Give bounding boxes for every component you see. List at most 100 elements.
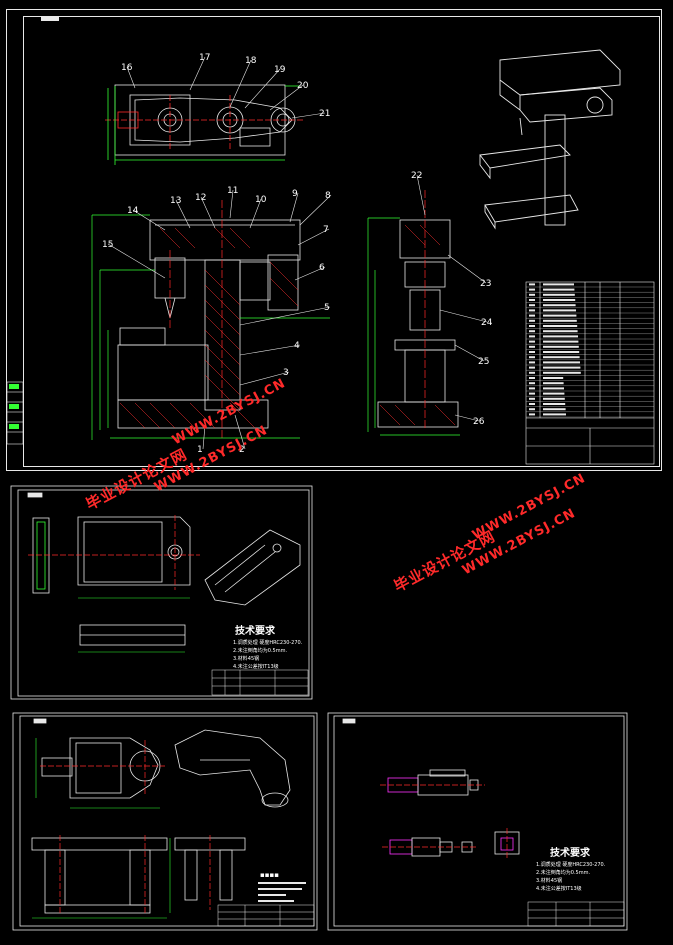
sheet-2-centerlines xyxy=(28,515,200,590)
callout-leader-23 xyxy=(447,254,487,284)
callout-label-16: 16 xyxy=(121,63,133,73)
parts-row-index-mark xyxy=(529,356,535,359)
parts-row-index-mark xyxy=(529,309,535,312)
callout-leader-17 xyxy=(189,56,206,91)
callout-leader-12 xyxy=(200,196,216,229)
isometric-machine-view xyxy=(479,49,621,230)
sheet-4-req-4: 4.未注公差按IT13级 xyxy=(536,885,582,892)
parts-row-index-mark xyxy=(529,377,535,379)
callout-label-6: 6 xyxy=(319,263,325,273)
parts-row-index-mark xyxy=(529,304,535,307)
callout-leader-16 xyxy=(126,66,136,89)
front-section-view xyxy=(117,219,301,429)
parts-row-text-mark xyxy=(543,299,576,301)
parts-list-text-marks xyxy=(529,283,581,416)
parts-row-text-mark xyxy=(543,366,581,369)
sheet-3-frame xyxy=(12,712,318,931)
sheet-tag xyxy=(41,17,59,21)
parts-row-index-mark xyxy=(529,314,535,317)
sheet-4-views xyxy=(387,769,520,857)
sheet-4-req-2: 2.未注倒角均为0.5mm. xyxy=(536,869,590,876)
parts-row-text-mark xyxy=(543,345,579,348)
callout-leader-10 xyxy=(249,198,262,229)
parts-row-index-mark xyxy=(529,366,535,369)
callout-label-5: 5 xyxy=(324,303,330,313)
front-section-hatch xyxy=(119,227,299,429)
callout-leader-1 xyxy=(202,424,206,450)
main-assembly-sheet xyxy=(6,9,662,471)
callout-label-25: 25 xyxy=(478,357,489,367)
parts-row-text-mark xyxy=(543,314,577,317)
callout-leader-21 xyxy=(291,112,326,119)
sheet-4-frame xyxy=(327,712,628,931)
callout-label-1: 1 xyxy=(197,445,203,455)
front-section-centerlines xyxy=(169,200,223,440)
sheet-4-req-3: 3.材料45钢 xyxy=(536,877,562,884)
parts-row-text-mark xyxy=(543,387,564,390)
sheet-4-requirements: 技术要求 1.调质处理 硬度HRC230-270. 2.未注倒角均为0.5mm.… xyxy=(536,846,606,892)
parts-row-text-mark xyxy=(543,356,580,359)
callout-leader-7 xyxy=(297,228,330,246)
callout-label-4: 4 xyxy=(294,341,300,351)
sheet-2-title-block xyxy=(211,669,309,696)
sheet-3-requirements: ▪▪▪▪ xyxy=(258,871,306,902)
callout-label-19: 19 xyxy=(274,65,286,75)
callout-leader-4 xyxy=(239,344,301,356)
sheet-2-req-1: 1.调质处理 硬度HRC230-270. xyxy=(233,639,303,646)
callout-leader-5 xyxy=(239,306,331,326)
sheet-3-req-title-mark: ▪▪▪▪ xyxy=(260,871,279,879)
callout-leader-13 xyxy=(175,199,191,229)
parts-row-index-mark xyxy=(529,345,535,348)
parts-row-text-mark xyxy=(543,288,575,291)
callout-leader-9 xyxy=(289,192,299,223)
parts-row-index-mark xyxy=(529,403,535,405)
parts-row-text-mark xyxy=(543,309,576,312)
parts-row-text-mark xyxy=(543,403,566,405)
main-sheet-frame xyxy=(23,16,660,467)
callout-label-7: 7 xyxy=(323,225,329,235)
callout-label-13: 13 xyxy=(170,196,181,206)
parts-row-index-mark xyxy=(529,325,535,327)
callout-label-2: 2 xyxy=(239,445,245,455)
parts-row-text-mark xyxy=(543,283,574,286)
parts-row-index-mark xyxy=(529,330,535,333)
callout-leader-25 xyxy=(454,344,485,362)
parts-row-index-mark xyxy=(529,408,535,411)
callout-label-11: 11 xyxy=(227,186,238,196)
callout-label-22: 22 xyxy=(411,171,422,181)
sheet-4-title-block xyxy=(527,901,625,927)
parts-row-text-mark xyxy=(543,325,578,327)
parts-row-text-mark xyxy=(543,304,576,307)
sheet-2-dims xyxy=(78,597,190,653)
parts-row-text-mark xyxy=(543,408,566,411)
callout-label-10: 10 xyxy=(255,195,267,205)
parts-row-index-mark xyxy=(529,413,535,416)
parts-row-index-mark xyxy=(529,319,535,322)
parts-row-text-mark xyxy=(543,293,575,296)
parts-row-index-mark xyxy=(529,397,535,400)
sheet-3-centerlines xyxy=(40,740,211,915)
callout-leader-24 xyxy=(439,309,488,323)
callout-leader-18 xyxy=(229,59,252,108)
parts-row-text-mark xyxy=(543,377,564,379)
callout-label-20: 20 xyxy=(297,81,309,91)
side-view-dimensions xyxy=(367,217,460,436)
parts-row-index-mark xyxy=(529,387,535,390)
callout-leader-14 xyxy=(132,209,166,231)
parts-row-text-mark xyxy=(543,340,579,343)
callout-leader-26 xyxy=(454,414,480,422)
parts-row-index-mark xyxy=(529,288,535,291)
parts-row-index-mark xyxy=(529,351,535,353)
parts-list-table xyxy=(525,281,655,465)
parts-row-text-mark xyxy=(543,361,580,364)
sheet-2-requirements: 技术要求 1.调质处理 硬度HRC230-270. 2.未注倒角均为0.5mm.… xyxy=(233,624,303,670)
sheet-2-frame xyxy=(10,485,313,700)
parts-row-text-mark xyxy=(543,330,578,333)
callout-label-24: 24 xyxy=(481,318,493,328)
callout-label-3: 3 xyxy=(283,368,289,378)
callout-leader-3 xyxy=(239,371,290,386)
callout-label-17: 17 xyxy=(199,53,210,63)
callout-leader-19 xyxy=(244,68,281,109)
